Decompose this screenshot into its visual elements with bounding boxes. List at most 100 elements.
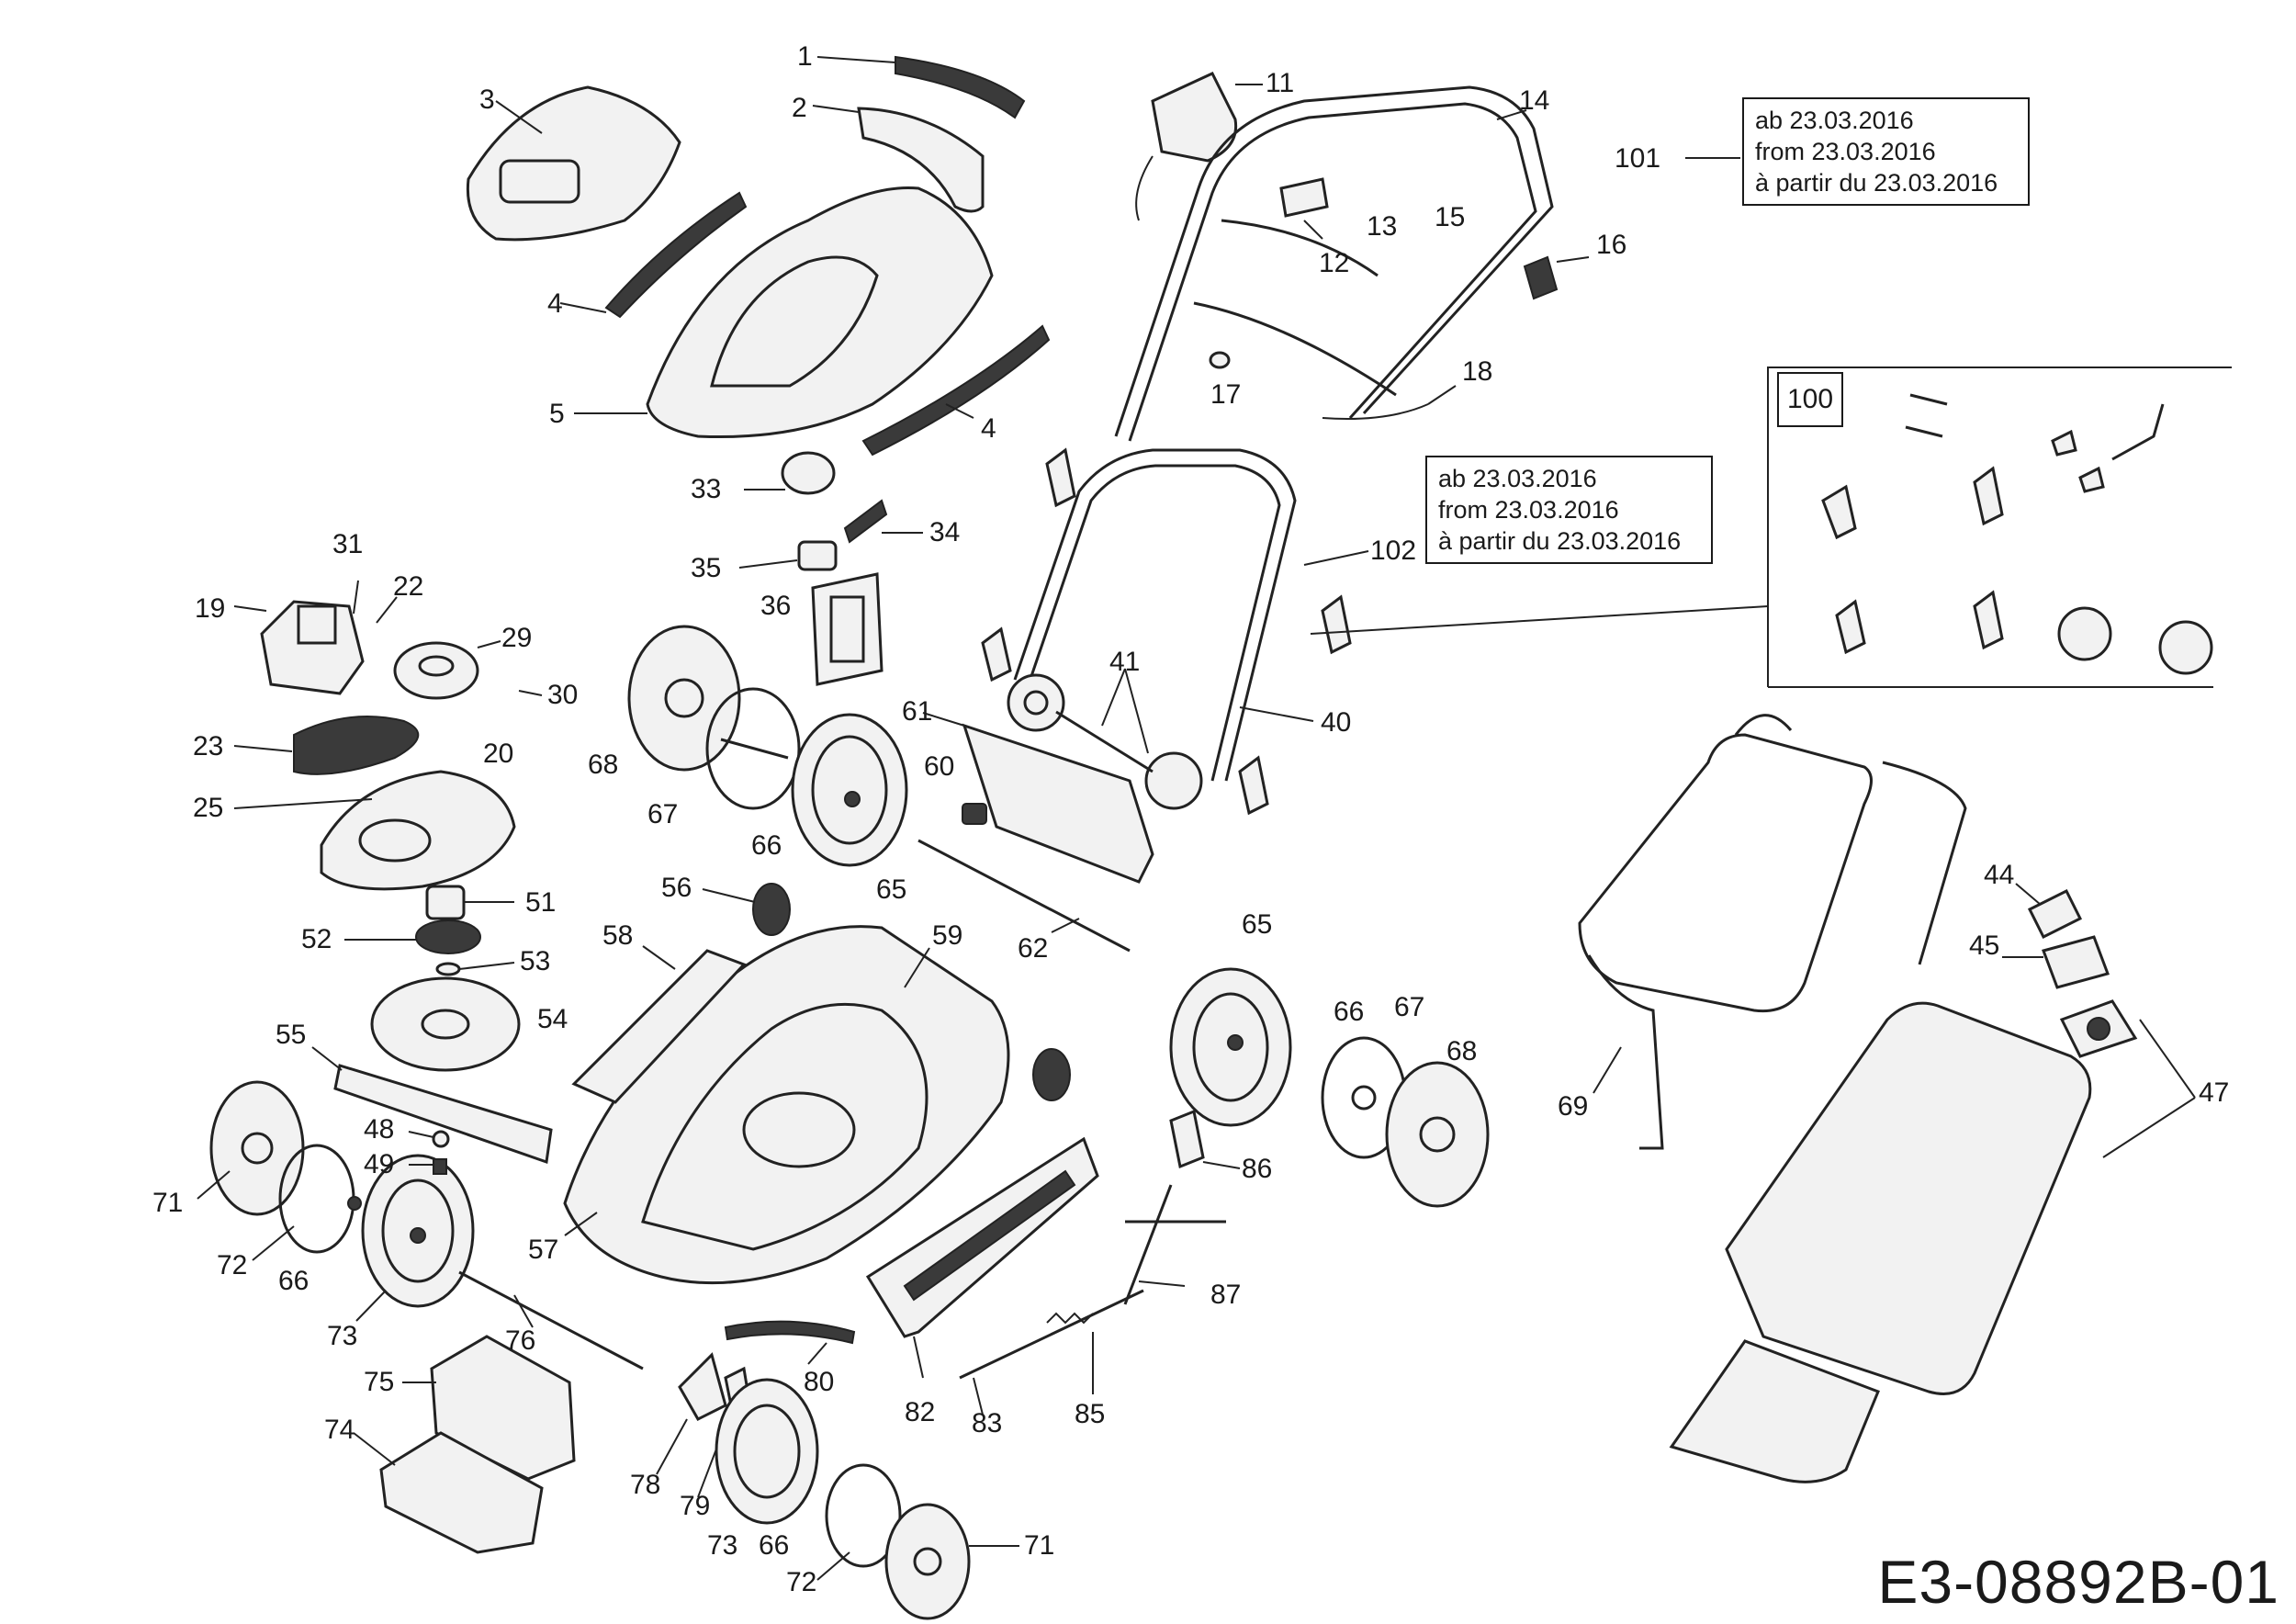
part-52-gear [344, 919, 481, 954]
label-66: 66 [751, 830, 782, 861]
label-19: 19 [195, 593, 226, 624]
date-note-102: ab 23.03.2016 from 23.03.2016 à partir d… [1425, 456, 1713, 564]
part-86-grip [1169, 1109, 1241, 1169]
label-30: 30 [547, 680, 579, 710]
label-33: 33 [691, 474, 722, 504]
label-55: 55 [276, 1020, 307, 1050]
label-15: 15 [1435, 202, 1466, 232]
label-16: 16 [1596, 230, 1627, 260]
label-69: 69 [1558, 1091, 1589, 1122]
label-57: 57 [528, 1235, 559, 1265]
label-23: 23 [193, 731, 224, 761]
label-1: 1 [797, 41, 813, 72]
part-23-belt [233, 716, 420, 775]
label-75: 75 [364, 1367, 395, 1397]
label-71: 71 [152, 1188, 184, 1218]
label-68: 68 [1446, 1036, 1478, 1066]
part-87-lever [1123, 1184, 1226, 1305]
label-65: 65 [876, 874, 907, 905]
label-45: 45 [1969, 930, 2000, 961]
part-16-lock [1523, 255, 1590, 300]
part-61-flap [922, 712, 1154, 884]
label-40: 40 [1321, 707, 1352, 738]
label-20: 20 [483, 739, 514, 769]
part-71-hubcap-rear [884, 1503, 1019, 1620]
label-4: 4 [981, 413, 996, 444]
part-4-side-strip [559, 191, 748, 319]
label-2: 2 [792, 93, 807, 123]
part-73-wheel [355, 1154, 475, 1322]
label-4: 4 [547, 288, 563, 319]
part-74-battery-base [353, 1431, 544, 1554]
label-35: 35 [691, 553, 722, 583]
label-83: 83 [972, 1408, 1003, 1438]
part-17-clip [1209, 351, 1231, 369]
date-note-line: à partir du 23.03.2016 [1438, 527, 1682, 555]
label-65: 65 [1242, 909, 1273, 940]
label-22: 22 [393, 571, 424, 602]
part-69-bag-frame [1578, 714, 1967, 1150]
label-74: 74 [324, 1415, 355, 1445]
label-68: 68 [588, 750, 619, 780]
part-62-axle [917, 839, 1131, 953]
part-54-fan [370, 976, 521, 1072]
label-85: 85 [1075, 1399, 1106, 1429]
part-82-rear-flap [865, 1136, 1099, 1379]
part-55-blade [311, 1046, 553, 1165]
part-18-cable [1322, 385, 1457, 420]
part-41-axle [1007, 668, 1203, 810]
label-60: 60 [924, 751, 955, 782]
date-note-101: ab 23.03.2016 from 23.03.2016 à partir d… [1742, 97, 2030, 206]
drawing-code: E3-08892B-01 [1877, 1548, 2279, 1616]
label-56: 56 [661, 873, 692, 903]
part-3-cover [466, 85, 681, 242]
label-66: 66 [759, 1530, 790, 1561]
part-53-washer [435, 962, 515, 976]
label-13: 13 [1367, 211, 1398, 242]
label-72: 72 [217, 1250, 248, 1280]
part-40-tube [1239, 706, 1314, 722]
part-48-bolt [408, 1130, 450, 1148]
leader-30 [518, 690, 543, 696]
part-66-washer-left [347, 1196, 362, 1211]
label-78: 78 [630, 1470, 661, 1500]
label-66: 66 [278, 1266, 310, 1296]
label-86: 86 [1242, 1154, 1273, 1184]
label-48: 48 [364, 1114, 395, 1145]
label-87: 87 [1210, 1280, 1242, 1310]
date-note-line: ab 23.03.2016 [1755, 107, 1914, 134]
leader-31 [353, 580, 359, 615]
part-73-wheel-rear [715, 1378, 819, 1525]
label-71: 71 [1024, 1530, 1055, 1561]
label-73: 73 [327, 1321, 358, 1351]
part-29-pulley [393, 640, 501, 700]
label-17: 17 [1210, 379, 1242, 410]
part-85-spring [1046, 1312, 1094, 1394]
part-47-vent [2059, 999, 2138, 1058]
label-11: 11 [1266, 68, 1295, 98]
part-71-hubcap [197, 1080, 305, 1216]
part-72-disc-rear [816, 1463, 902, 1581]
label-49: 49 [364, 1149, 395, 1179]
label-34: 34 [929, 517, 961, 547]
label-67: 67 [647, 799, 679, 829]
part-60-spring [962, 803, 987, 825]
label-61: 61 [902, 696, 933, 727]
date-note-line: ab 23.03.2016 [1438, 465, 1597, 492]
part-19-motor [233, 600, 365, 695]
part-height-lever [981, 447, 1352, 816]
date-note-line: à partir du 23.03.2016 [1755, 169, 1998, 197]
label-73: 73 [707, 1530, 738, 1561]
label-66: 66 [1334, 997, 1365, 1027]
part-65-wheel-front [791, 713, 908, 867]
date-note-line: from 23.03.2016 [1438, 496, 1619, 524]
part-25-gear-housing [233, 770, 516, 891]
part-1-grip-strip [816, 55, 1026, 119]
part-59-rail [904, 947, 930, 988]
label-52: 52 [301, 924, 332, 954]
part-33-knob [744, 451, 836, 495]
part-36-plate [811, 572, 884, 686]
label-53: 53 [520, 946, 551, 976]
label-58: 58 [602, 920, 634, 951]
